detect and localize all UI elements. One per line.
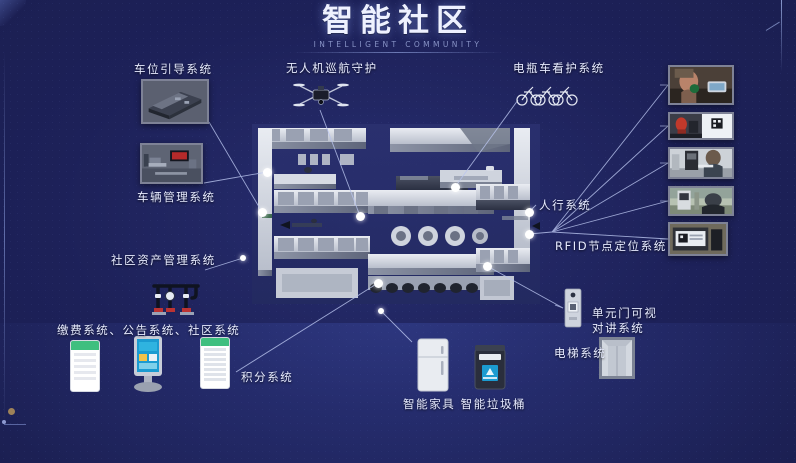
electric-scooter-row-art: [516, 86, 578, 106]
node-vehicle-mgmt[interactable]: [263, 168, 272, 177]
notice-kiosk-art: [134, 336, 162, 392]
thumb-outdoor-kiosk[interactable]: [668, 186, 734, 216]
label-rfid-node: RFID节点定位系统: [555, 239, 667, 253]
node-asset-mgmt[interactable]: [240, 255, 246, 261]
node-drone[interactable]: [451, 183, 460, 192]
frame-line-right: [781, 0, 782, 72]
frame-dot-left: [2, 420, 6, 424]
desktop-reader-device-photo: [670, 224, 726, 254]
bottom-glow: [0, 323, 796, 463]
pipe-valve-assembly-art: [152, 284, 200, 315]
label-intercom-system: 单元门可视 对讲系统: [592, 306, 658, 335]
payment-app-phone-art: [70, 340, 100, 392]
thumb-vehicle-barrier[interactable]: [140, 143, 203, 184]
label-elevator-system: 电梯系统: [554, 346, 607, 360]
intercom-door-panel-art: [564, 288, 582, 328]
smart-trash-bin-art: [474, 345, 506, 390]
thumb-qr-access[interactable]: [668, 112, 734, 140]
parking-sensor-board-photo: [143, 81, 207, 122]
corner-accent-top-left: [0, 0, 26, 26]
points-app-phone-art: [200, 337, 230, 389]
label-drone-patrol: 无人机巡航守护: [286, 61, 378, 75]
node-center-left[interactable]: [356, 212, 365, 221]
community-site-map[interactable]: [248, 118, 544, 308]
label-parking-guidance: 车位引导系统: [134, 62, 213, 76]
thumb-parking-sensor[interactable]: [141, 79, 209, 124]
terminal-scanning-photo: [670, 149, 732, 177]
handheld-rfid-reader-photo: [670, 67, 732, 103]
node-elevator[interactable]: [483, 262, 492, 271]
thumb-desk-device[interactable]: [668, 222, 728, 256]
label-asset-management: 社区资产管理系统: [111, 253, 216, 267]
label-payment-notice-community: 缴费系统、公告系统、社区系统: [57, 323, 241, 337]
node-pedestrian[interactable]: [525, 208, 534, 217]
thumb-handheld-reader[interactable]: [668, 65, 734, 105]
frame-line-left: [4, 50, 5, 426]
node-map-bottom[interactable]: [378, 308, 384, 314]
label-points-system: 积分系统: [241, 370, 294, 384]
quadcopter-drone-art: [293, 83, 349, 107]
qr-code-access-photo: [670, 114, 732, 138]
label-pedestrian-system: 人行系统: [539, 198, 592, 212]
node-rfid[interactable]: [525, 230, 534, 239]
vehicle-barrier-gate-photo: [142, 145, 201, 182]
elevator-car-art: [599, 337, 635, 379]
title-underline: [293, 52, 503, 53]
accent-dot-gold: [8, 408, 15, 415]
outdoor-kiosk-photo: [670, 188, 732, 214]
thumb-terminal-scan[interactable]: [668, 147, 734, 179]
page-header: 智能社区 INTELLIGENT COMMUNITY: [0, 4, 796, 53]
node-points[interactable]: [374, 279, 383, 288]
label-smart-furniture-bin: 智能家具 智能垃圾桶: [403, 397, 527, 411]
frame-line-left-foot: [4, 424, 26, 425]
smart-refrigerator-art: [417, 338, 449, 392]
node-parking-guidance[interactable]: [258, 208, 267, 217]
page-subtitle: INTELLIGENT COMMUNITY: [313, 40, 483, 49]
label-ebike-care: 电瓶车看护系统: [513, 61, 605, 75]
label-vehicle-management: 车辆管理系统: [137, 190, 216, 204]
page-title: 智能社区: [322, 3, 474, 39]
